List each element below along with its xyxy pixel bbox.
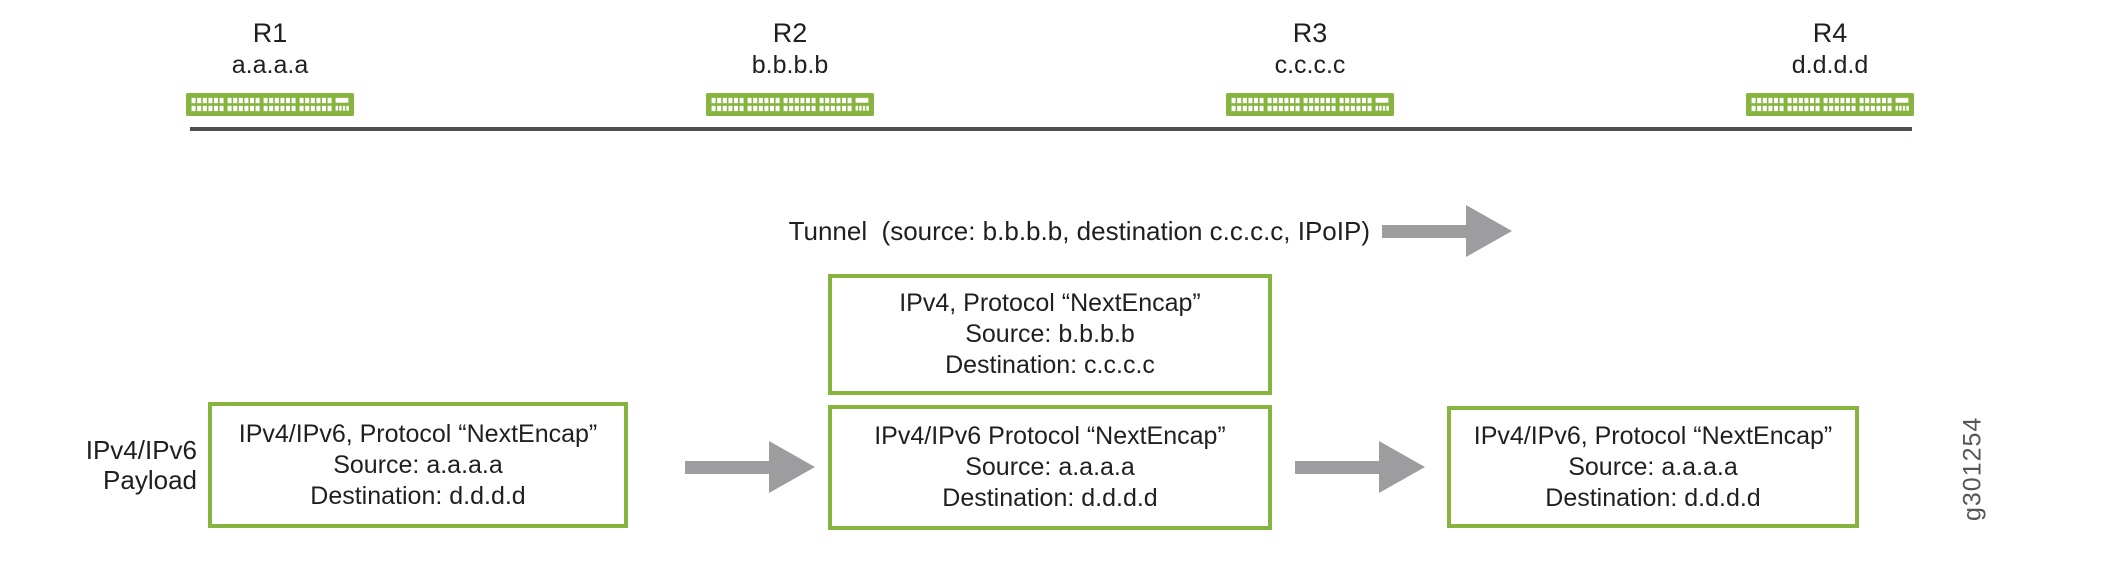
router-name: R1 — [252, 18, 288, 48]
router-group-r4: R4 d.d.d.d — [1746, 18, 1914, 116]
router-name: R2 — [772, 18, 808, 48]
packet-box-at-r2-outer-header: IPv4, Protocol “NextEncap” Source: b.b.b… — [828, 274, 1272, 395]
flow-arrow-right-icon — [685, 441, 815, 493]
router-address: c.c.c.c — [1274, 51, 1346, 79]
payload-label-line2: Payload — [103, 465, 197, 495]
figure-id: g301254 — [1958, 416, 1987, 522]
router-name: R3 — [1292, 18, 1328, 48]
switch-icon — [1226, 93, 1394, 116]
packet-box-at-r1: IPv4/IPv6, Protocol “NextEncap” Source: … — [208, 402, 628, 528]
packet-title: IPv4, Protocol “NextEncap” — [899, 289, 1201, 317]
arrow-head — [1466, 205, 1512, 257]
switch-icon — [186, 93, 354, 116]
arrow-shaft — [685, 460, 769, 474]
switch-icon — [1746, 93, 1914, 116]
flow-arrow-right-icon — [1295, 441, 1425, 493]
packet-title: IPv4/IPv6, Protocol “NextEncap” — [1473, 421, 1833, 450]
router-group-r3: R3 c.c.c.c — [1226, 18, 1394, 116]
packet-source: Source: a.a.a.a — [333, 450, 503, 479]
packet-destination: Destination: c.c.c.c — [945, 351, 1155, 379]
router-group-r2: R2 b.b.b.b — [706, 18, 874, 116]
payload-label-line1: IPv4/IPv6 — [85, 435, 197, 465]
payload-label: IPv4/IPv6 Payload — [20, 435, 197, 495]
arrow-head — [1379, 441, 1425, 493]
router-group-r1: R1 a.a.a.a — [186, 18, 354, 116]
link-line — [190, 127, 1912, 131]
arrow-shaft — [1382, 224, 1466, 238]
packet-destination: Destination: d.d.d.d — [310, 481, 526, 510]
packet-source: Source: a.a.a.a — [965, 453, 1135, 481]
packet-source: Source: a.a.a.a — [1568, 452, 1738, 481]
router-name: R4 — [1812, 18, 1848, 48]
packet-destination: Destination: d.d.d.d — [1545, 483, 1761, 512]
router-address: d.d.d.d — [1791, 51, 1869, 79]
router-address: b.b.b.b — [751, 51, 829, 79]
packet-title: IPv4/IPv6 Protocol “NextEncap” — [874, 422, 1226, 450]
router-address: a.a.a.a — [231, 51, 309, 79]
packet-box-at-r2-inner-payload: IPv4/IPv6 Protocol “NextEncap” Source: a… — [828, 405, 1272, 530]
packet-box-at-r3: IPv4/IPv6, Protocol “NextEncap” Source: … — [1447, 406, 1859, 528]
tunnel-arrow-right-icon — [1382, 205, 1512, 257]
arrow-head — [769, 441, 815, 493]
arrow-shaft — [1295, 460, 1379, 474]
packet-destination: Destination: d.d.d.d — [942, 484, 1158, 512]
packet-title: IPv4/IPv6, Protocol “NextEncap” — [238, 419, 598, 448]
tunnel-label: Tunnel (source: b.b.b.b, destination c.c… — [788, 216, 1370, 246]
packet-source: Source: b.b.b.b — [965, 320, 1135, 348]
switch-icon — [706, 93, 874, 116]
